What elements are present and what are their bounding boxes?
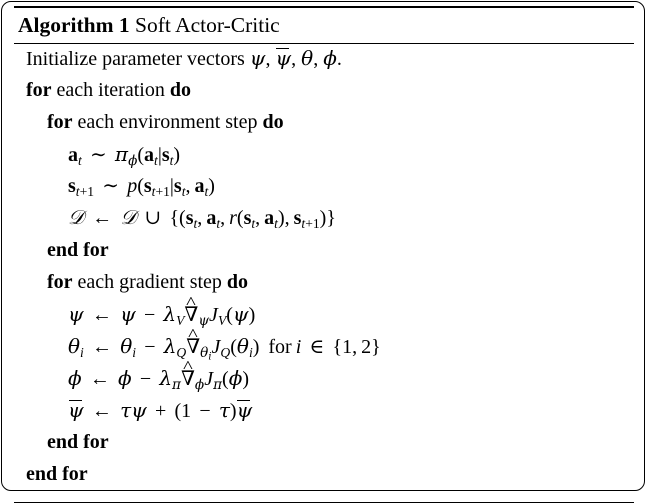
- line-for-iteration: for each iteration do: [26, 79, 191, 102]
- line-replay-buffer: 𝒟 ← 𝒟 ∪ {(st, at, r(st, at), st+1)}: [68, 207, 336, 232]
- algorithm-title-label: Algorithm 1: [18, 13, 130, 37]
- line-update-theta: θi ← θi − λQ∇θiJQ(θi) for i ∈ {1, 2}: [14, 336, 634, 368]
- keyword-do: do: [262, 111, 284, 134]
- algorithm-title-name: Soft Actor-Critic: [135, 13, 280, 37]
- keyword-for: for: [47, 111, 73, 134]
- algorithm-block: Algorithm 1 Soft Actor-Critic Initialize…: [14, 6, 634, 503]
- line-initialize: Initialize parameter vectors ψ, ψ, θ, ϕ.: [26, 46, 342, 71]
- line-sample-next-state: st+1 ∼ p(st+1|st, at): [68, 175, 215, 200]
- line-update-phi: ϕ ← ϕ − λπ∇ϕJπ(ϕ): [14, 368, 634, 400]
- line-for-env-step: for each environment step do: [47, 111, 284, 134]
- keyword-for: for: [26, 79, 52, 102]
- line-for-gradient-step: for each gradient step do: [47, 271, 249, 294]
- line-end-for-env: end for: [14, 240, 634, 272]
- keyword-end-for: end for: [47, 239, 109, 262]
- line-sample-action: at ∼ πϕ(at|st): [68, 142, 181, 170]
- keyword-end-for: end for: [47, 431, 109, 454]
- keyword-do: do: [169, 79, 191, 102]
- keyword-do: do: [226, 271, 249, 294]
- line-end-for-gradient: end for: [14, 432, 634, 464]
- algorithm-title: Algorithm 1 Soft Actor-Critic: [14, 8, 634, 43]
- keyword-end-for: end for: [26, 463, 88, 486]
- top-rule: [14, 6, 634, 8]
- line-end-for-iteration: end for: [14, 464, 634, 496]
- title-rule: [14, 43, 634, 45]
- keyword-for: for: [47, 271, 73, 294]
- algorithm-body: Initialize parameter vectors ψ, ψ, θ, ϕ.…: [14, 44, 634, 502]
- line-update-psi: ψ ← ψ − λV∇ψJV(ψ): [14, 304, 634, 336]
- line-update-psi-bar: ψ ← τψ + (1 − τ)ψ: [68, 398, 253, 423]
